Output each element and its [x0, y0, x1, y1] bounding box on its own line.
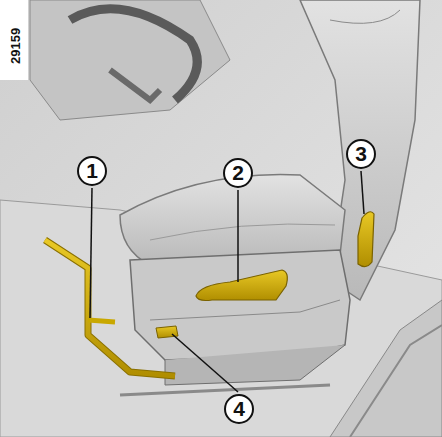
- callout-number: 4: [224, 394, 254, 424]
- callout-number: 1: [77, 156, 107, 186]
- callout-number: 3: [346, 139, 376, 169]
- reference-number: 29159: [8, 26, 23, 66]
- callout-number: 2: [223, 158, 253, 188]
